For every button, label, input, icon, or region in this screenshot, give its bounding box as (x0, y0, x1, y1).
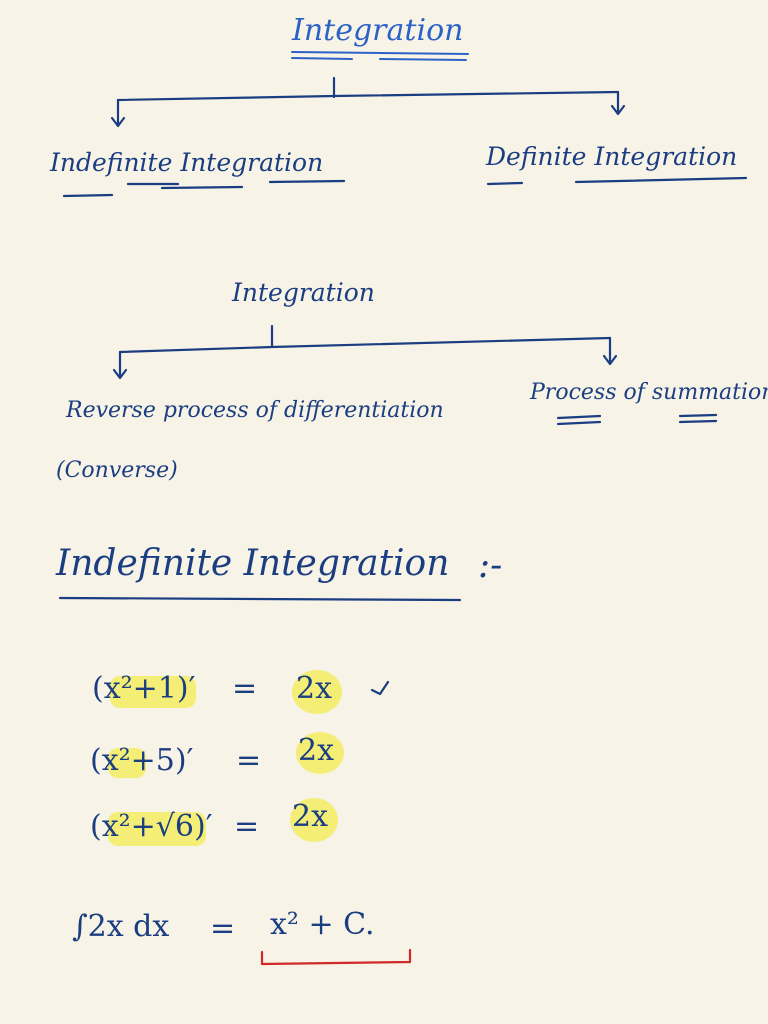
highlight-mark (108, 812, 206, 846)
equation-lhs: (x²+1)′ (92, 671, 196, 706)
tree2-right-branch: Process of summation (530, 380, 768, 405)
equation-equals: = (232, 671, 258, 706)
tree1-root-title: Integration (292, 13, 464, 48)
tree1-right-branch: Definite Integration (486, 142, 738, 171)
equation-lhs: (x²+5)′ (90, 743, 194, 778)
tree1-connectors (62, 51, 748, 198)
section-heading-suffix: :- (478, 545, 503, 586)
result-bracket (260, 948, 412, 966)
section-underline (58, 596, 462, 602)
check-mark-icon (370, 680, 390, 696)
tree2-root-title: Integration (232, 278, 375, 307)
tree2-connectors (112, 324, 718, 426)
section-heading: Indefinite Integration (56, 543, 450, 584)
equation-rhs: 2x (296, 671, 333, 706)
highlight-mark (110, 676, 196, 708)
equation-equals: = (236, 743, 262, 778)
equation-rhs: 2x (298, 733, 335, 768)
highlight-mark (290, 798, 338, 842)
tree2-left-branch: Reverse process of differentiation (66, 398, 444, 423)
tree2-left-note: (Converse) (56, 458, 178, 483)
integral-equals: = (210, 911, 236, 946)
highlight-mark (296, 732, 344, 774)
integral-lhs: ∫2x dx (72, 909, 170, 944)
highlight-mark (292, 670, 342, 714)
equation-equals: = (234, 809, 260, 844)
integral-rhs: x² + C. (270, 907, 375, 942)
highlight-mark (108, 748, 146, 778)
equation-rhs: 2x (292, 799, 329, 834)
tree1-left-branch: Indefinite Integration (50, 148, 324, 177)
equation-lhs: (x²+√6)′ (90, 809, 213, 844)
